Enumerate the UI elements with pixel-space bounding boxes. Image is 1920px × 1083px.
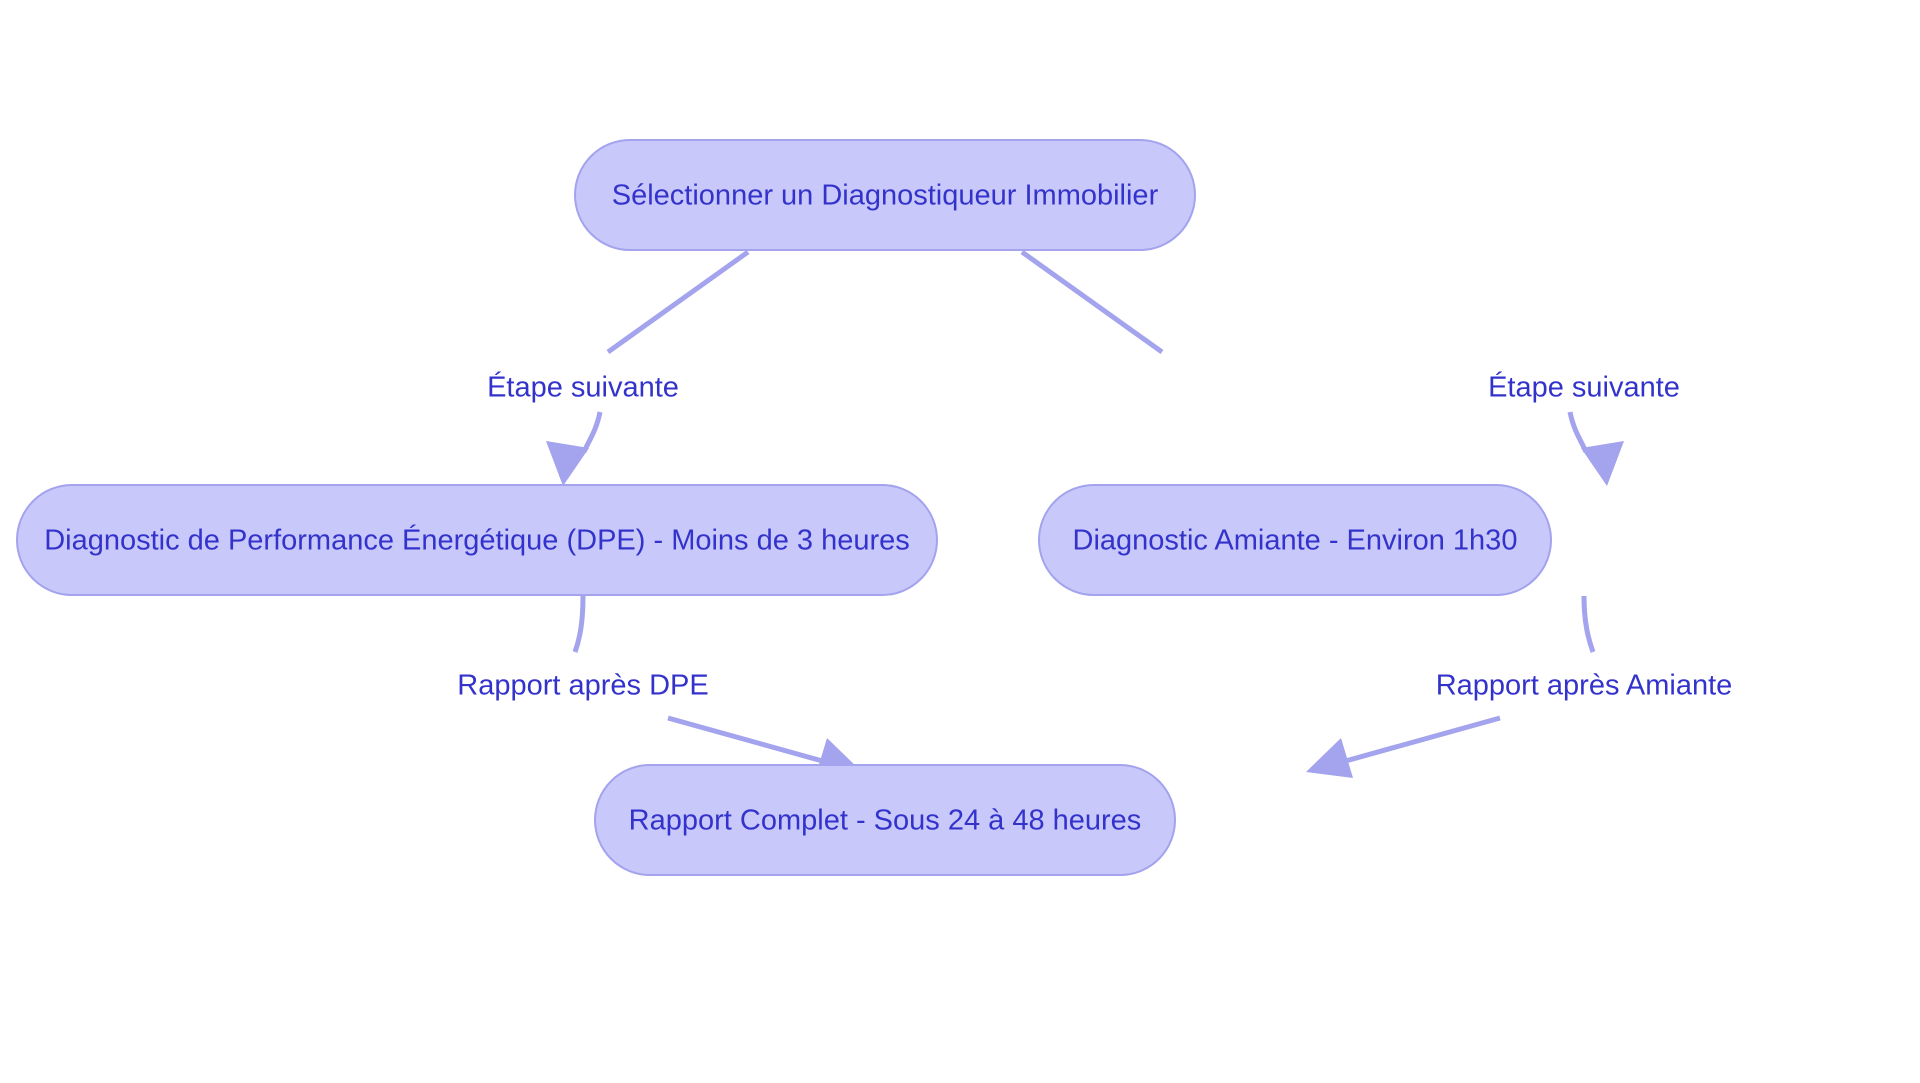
node-amiante-label: Diagnostic Amiante - Environ 1h30 (1073, 525, 1518, 557)
node-dpe[interactable]: Diagnostic de Performance Énergétique (D… (16, 484, 938, 596)
node-select-shape[interactable] (574, 139, 1196, 251)
edge-select-to-dpe-line-lower (581, 411, 603, 453)
edge-label-amiante-to-rapport-backdrop (1404, 664, 1764, 708)
edge-amiante-to-rapport-line-lower (1341, 715, 1501, 765)
edge-label-select-to-amiante-text: Étape suivante (1488, 371, 1680, 404)
edge-label-dpe-to-rapport-backdrop (436, 664, 730, 708)
node-rapport-shape[interactable] (594, 764, 1176, 876)
edge-select-to-dpe-line-upper (606, 249, 750, 355)
edge-label-select-to-dpe-text: Étape suivante (487, 371, 679, 404)
node-select-label: Sélectionner un Diagnostiqueur Immobilie… (612, 180, 1159, 212)
node-rapport-label: Rapport Complet - Sous 24 à 48 heures (629, 805, 1142, 837)
edge-select-to-amiante (1020, 249, 1624, 486)
edge-label-amiante-to-rapport: Rapport après Amiante (1404, 664, 1764, 708)
edge-select-to-dpe-arrowhead (546, 441, 589, 486)
edge-label-select-to-amiante: Étape suivante (1466, 366, 1702, 410)
edge-select-to-amiante-line-upper (1020, 249, 1164, 355)
edge-label-select-to-amiante-backdrop (1466, 366, 1702, 410)
edge-label-dpe-to-rapport-text: Rapport après DPE (457, 670, 708, 702)
edge-amiante-to-rapport (1306, 595, 1596, 778)
node-amiante-shape[interactable] (1038, 484, 1552, 596)
node-select[interactable]: Sélectionner un Diagnostiqueur Immobilie… (574, 139, 1196, 251)
edge-select-to-amiante-arrowhead (1581, 441, 1624, 486)
node-rapport[interactable]: Rapport Complet - Sous 24 à 48 heures (594, 764, 1176, 876)
edge-amiante-to-rapport-line-upper (1581, 595, 1596, 653)
edge-label-select-to-dpe-backdrop (465, 366, 701, 410)
edge-select-to-amiante-line-lower (1567, 411, 1589, 453)
edge-dpe-to-rapport-line-lower (667, 715, 827, 765)
edge-dpe-to-rapport-line-upper (572, 595, 586, 653)
edge-label-dpe-to-rapport: Rapport après DPE (436, 664, 730, 708)
edge-label-select-to-dpe: Étape suivante (465, 366, 701, 410)
edge-amiante-to-rapport-arrowhead (1306, 738, 1353, 778)
edge-label-amiante-to-rapport-text: Rapport après Amiante (1436, 670, 1733, 702)
node-amiante[interactable]: Diagnostic Amiante - Environ 1h30 (1038, 484, 1552, 596)
node-dpe-shape[interactable] (16, 484, 938, 596)
edge-select-to-dpe (546, 249, 750, 486)
node-dpe-label: Diagnostic de Performance Énergétique (D… (44, 524, 910, 557)
